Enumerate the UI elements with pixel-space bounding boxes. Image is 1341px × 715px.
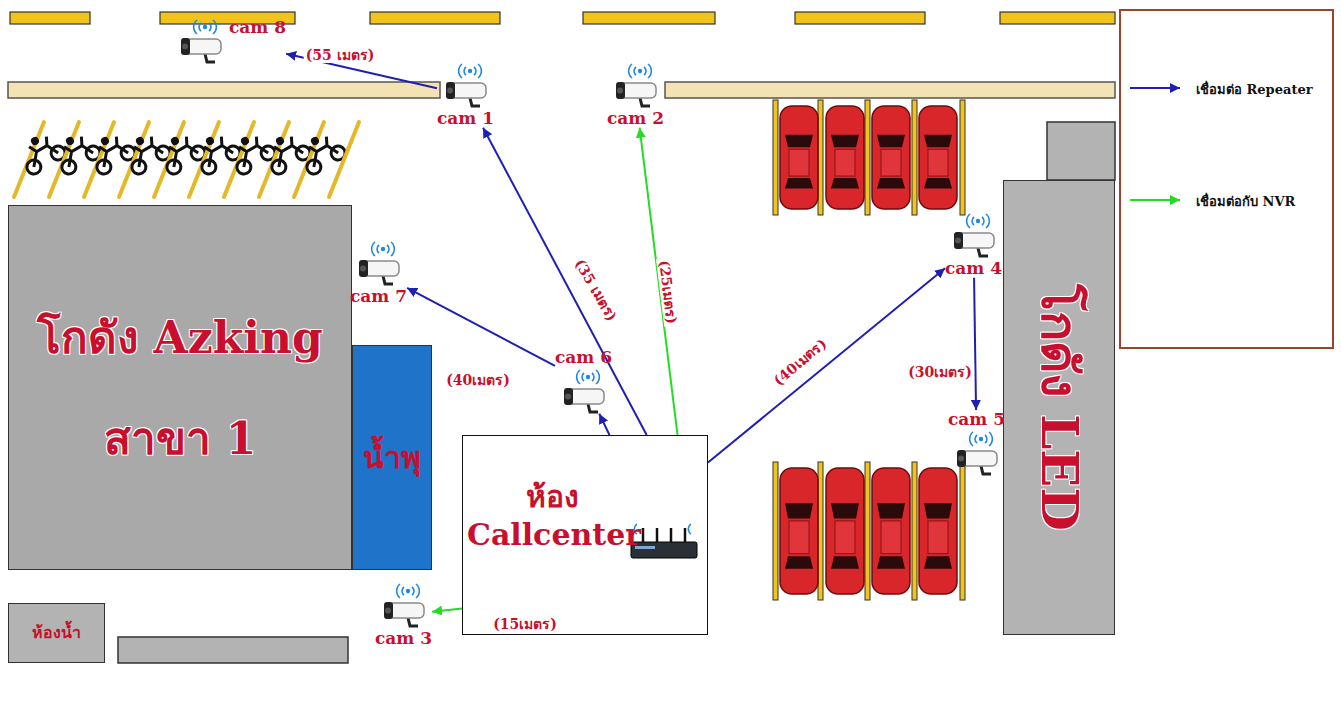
place-name: โกดัง LED [1028,284,1091,531]
legend-text: เชื่อมต่อ Repeater [1196,79,1313,100]
legend-text: เชื่อมต่อกับ NVR [1196,191,1295,212]
camera-label: cam 2 [607,109,664,128]
camera-icon [353,240,405,286]
distance-label: (25เมตร) [656,257,680,326]
camera: cam 6 [555,348,612,414]
camera-label: cam 6 [555,348,612,367]
bay-stripe [84,122,114,197]
camera: cam 5 [948,410,1005,476]
camera: cam 1 [437,62,494,128]
callcenter-room: ห้อง Callcenter [462,435,708,635]
legend-line-sample [1130,87,1180,89]
distance-label: (55 เมตร) [304,47,377,63]
bay-stripe [329,122,359,197]
bay-line [960,462,965,600]
side-wall [118,637,348,663]
camera-label: cam 7 [350,287,407,306]
bay-stripe [224,122,254,197]
bay-line [960,100,965,215]
distance-label: (15เมตร) [491,616,559,632]
fountain: น้ำพุ [352,345,432,570]
camera: cam 4 [945,212,1002,278]
bay-stripe [154,122,184,197]
place-name: น้ำพุ [363,439,421,477]
lane-dash [1000,12,1115,24]
distance-label: (40เมตร) [769,334,831,390]
car [780,468,818,594]
camera-icon [951,430,1003,476]
legend-frame [1120,10,1333,348]
camera-icon [948,212,1000,258]
camera-icon [610,62,662,108]
bay-stripe [189,122,219,197]
camera-label: cam 3 [375,629,432,648]
place-name: สาขา 1 [104,411,257,466]
place-name: ห้องน้ำ [32,623,81,643]
warehouse-building: โกดัง Azking สาขา 1 [8,205,352,570]
lane-dash [370,12,500,24]
car [780,106,818,209]
camera: cam 8 [175,18,286,64]
led-annex [1047,122,1115,180]
lane-dash [795,12,925,24]
car [872,106,910,209]
bay-line [912,100,917,215]
restroom: ห้องน้ำ [8,603,105,663]
camera-label: cam 4 [945,259,1002,278]
bay-stripe [14,122,44,197]
distance-label: (30เมตร) [906,364,974,380]
bay-stripe [119,122,149,197]
lane-dash [583,12,715,24]
road-markings [10,12,1115,24]
camera: cam 2 [607,62,664,128]
cable-link [432,608,462,611]
cable-link [483,128,647,435]
bay-line [865,100,870,215]
camera-icon [440,62,492,108]
camera-icon [558,368,610,414]
bay-line [912,462,917,600]
distance-label: (40เมตร) [444,372,512,388]
camera: cam 3 [375,582,432,648]
camera-label: cam 1 [437,109,494,128]
legend-line-sample [1130,199,1180,201]
warehouse-building: โกดัง LED [1003,180,1115,635]
boundary-wall [8,82,1115,98]
camera-icon [175,18,227,64]
motorcycle-parking [14,122,359,197]
bay-line [773,462,778,600]
camera: cam 7 [350,240,407,306]
camera-label: cam 5 [948,410,1005,429]
bay-line [773,100,778,215]
camera-label: cam 8 [229,18,286,37]
camera-icon [378,582,430,628]
cable-link [974,278,976,410]
bay-stripe [259,122,289,197]
cable-link [599,414,609,435]
car [872,468,910,594]
place-name: ห้อง Callcenter [467,478,637,553]
distance-label: (35 เมตร) [571,255,621,326]
car [826,468,864,594]
bay-stripe [49,122,79,197]
nvr-recorder [627,520,701,566]
place-name: โกดัง Azking [37,310,322,365]
car [826,106,864,209]
car [919,106,957,209]
bay-line [865,462,870,600]
lane-dash [10,12,90,24]
bay-stripe [294,122,324,197]
car [919,468,957,594]
